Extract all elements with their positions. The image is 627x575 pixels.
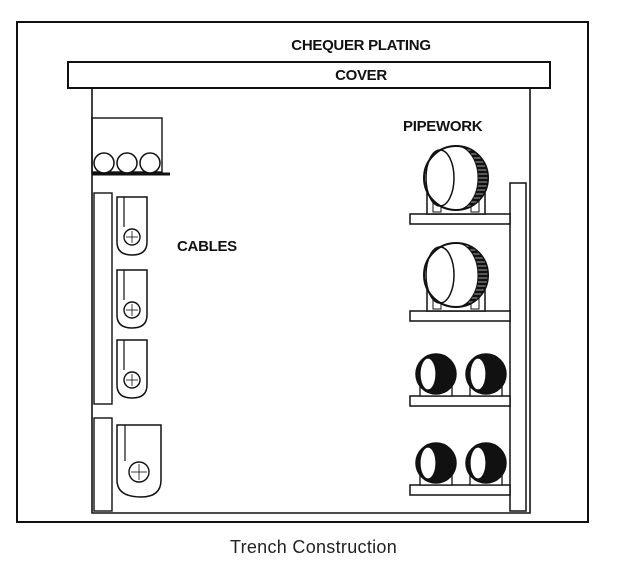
small-pipe bbox=[465, 353, 507, 397]
left-support-channel-lower bbox=[93, 417, 113, 512]
pipe-shelf bbox=[409, 484, 511, 496]
top-cable-tray bbox=[91, 117, 170, 176]
figure-caption: Trench Construction bbox=[229, 537, 398, 557]
outer-frame bbox=[16, 21, 589, 523]
cover-label: COVER bbox=[335, 67, 387, 84]
pipe-shelf bbox=[409, 310, 511, 322]
small-pipe bbox=[465, 442, 507, 486]
small-pipe bbox=[415, 442, 457, 486]
cover-slab bbox=[67, 61, 551, 89]
left-support-channel-upper bbox=[93, 192, 113, 405]
cables-label: CABLES bbox=[177, 238, 237, 255]
cable-cleat bbox=[116, 339, 148, 399]
small-pipe bbox=[415, 353, 457, 397]
cable-cleat-large bbox=[116, 424, 162, 498]
right-support-column bbox=[509, 182, 527, 512]
trench-outline bbox=[91, 88, 531, 514]
pipework-label: PIPEWORK bbox=[403, 118, 483, 135]
large-pipe bbox=[423, 242, 489, 312]
cable-cleat bbox=[116, 269, 148, 329]
pipe-shelf bbox=[409, 395, 511, 407]
large-pipe bbox=[423, 145, 489, 215]
cable-cleat bbox=[116, 196, 148, 256]
pipe-shelf bbox=[409, 213, 511, 225]
chequer-plating-label: CHEQUER PLATING bbox=[291, 37, 431, 54]
